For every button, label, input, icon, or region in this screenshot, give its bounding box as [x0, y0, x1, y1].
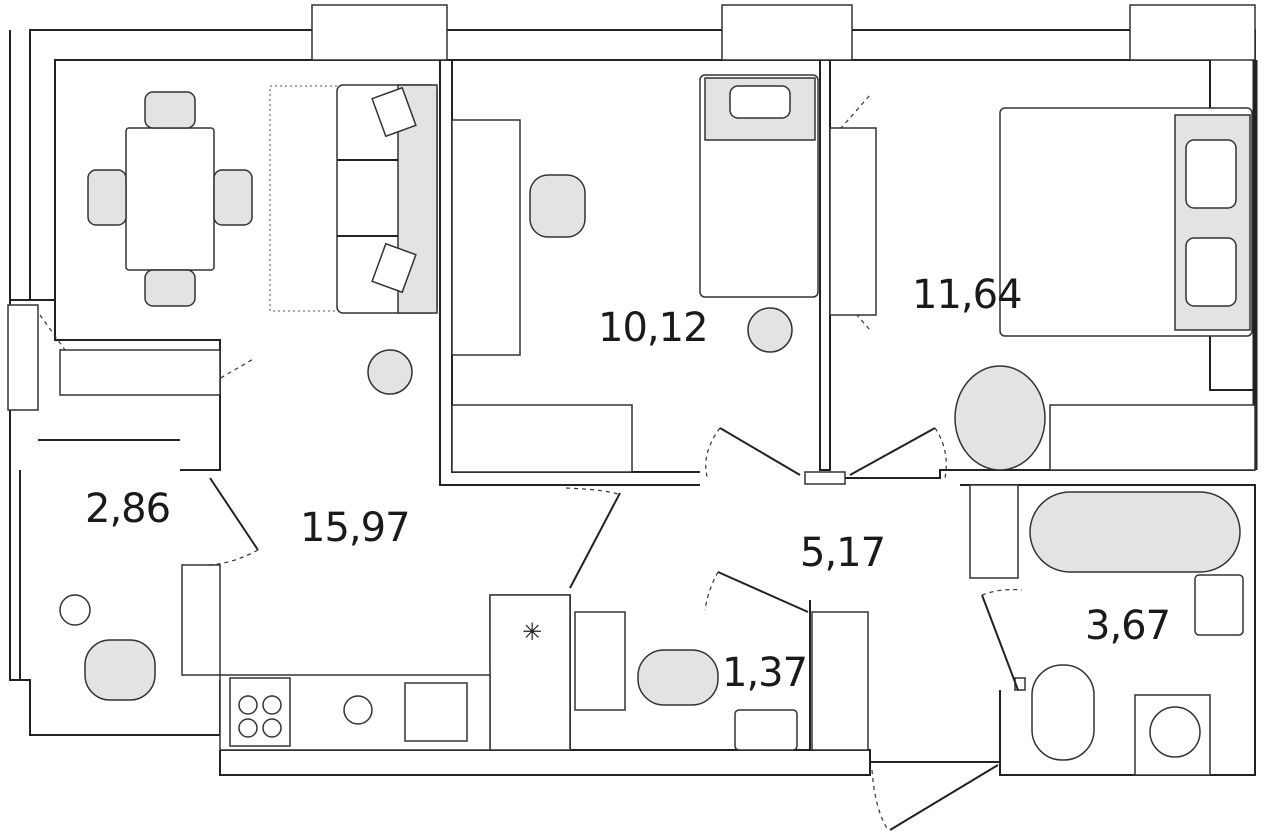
room-area-hall: 5,17	[800, 530, 886, 576]
cabinet	[574, 611, 626, 711]
room-area-bathroom: 3,67	[1085, 603, 1171, 649]
room-area-loggia: 2,86	[85, 486, 171, 532]
window	[311, 4, 448, 61]
sink	[1194, 574, 1244, 636]
rug	[954, 365, 1046, 471]
plant	[367, 349, 413, 395]
wall-column	[7, 304, 39, 411]
shelf	[811, 611, 869, 751]
svg-text:✳: ✳	[522, 618, 542, 646]
room-area-bedroom-small: 10,12	[598, 305, 709, 351]
chair	[529, 174, 586, 238]
room-area-toilet: 1,37	[722, 650, 808, 696]
dining-table	[125, 127, 215, 271]
furniture: ✳	[59, 74, 1256, 776]
armchair	[84, 639, 156, 701]
sink	[734, 709, 798, 751]
plant	[747, 307, 793, 353]
room-area-living-kitchen: 15,97	[300, 505, 411, 551]
fridge	[489, 594, 571, 751]
desk	[451, 119, 521, 356]
wardrobe	[451, 404, 633, 473]
stove	[229, 677, 291, 747]
toilet	[1031, 664, 1095, 761]
wardrobe	[1049, 404, 1256, 471]
kitchen-sink	[404, 682, 468, 742]
wardrobe	[829, 127, 877, 316]
room-area-bedroom-large: 11,64	[912, 272, 1023, 318]
window	[1129, 4, 1256, 61]
toilet	[637, 649, 719, 706]
bathtub	[1029, 491, 1241, 573]
window	[721, 4, 853, 61]
